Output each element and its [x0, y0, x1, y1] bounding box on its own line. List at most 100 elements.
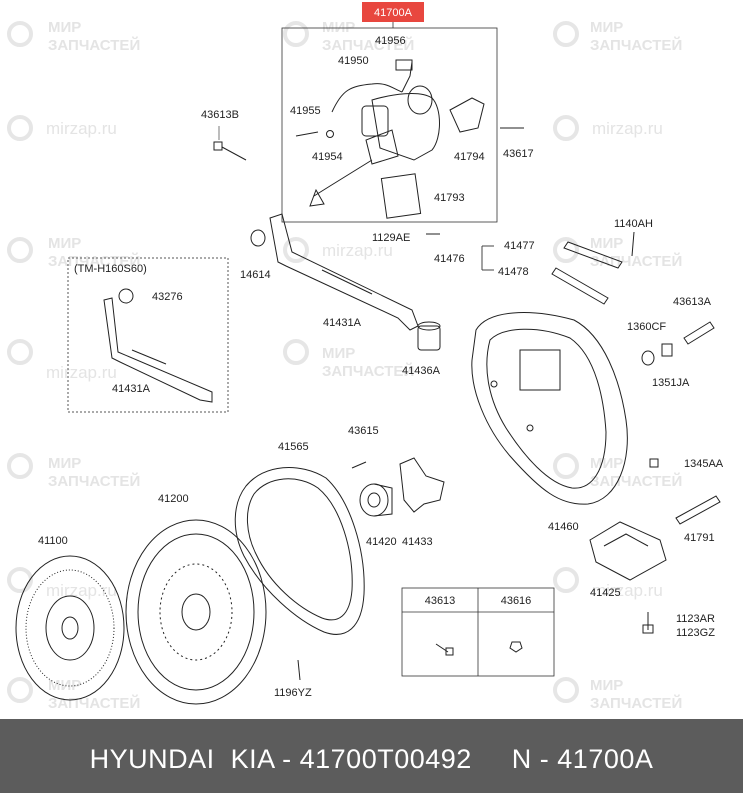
clutch-master-cylinder — [295, 59, 524, 219]
variant-fork-shaft — [103, 288, 213, 403]
part-label-1123AR: 1123AR — [676, 613, 715, 625]
watermark-text: МИР — [590, 19, 623, 36]
watermark-text: mirzap.ru — [46, 363, 117, 382]
watermark-text: МИР — [48, 677, 81, 694]
watermark-logo: mirzap.ru — [7, 115, 117, 141]
part-label-41791: 41791 — [684, 532, 715, 544]
watermark-logo: МИР ЗАПЧАСТЕЙ — [7, 453, 140, 490]
watermark-logo: МИР ЗАПЧАСТЕЙ — [283, 339, 414, 380]
bolt-1196YZ — [297, 659, 301, 681]
part-label-43617: 43617 — [503, 148, 534, 160]
watermark-text: МИР — [590, 455, 623, 472]
part-label-1129AE: 1129AE — [372, 232, 410, 244]
part-label-1351JA: 1351JA — [652, 377, 690, 389]
part-label-41794: 41794 — [454, 151, 485, 163]
watermark-text: ЗАПЧАСТЕЙ — [48, 252, 140, 270]
part-label-41436A: 41436A — [402, 365, 441, 377]
assembly-box — [281, 27, 498, 223]
stud-43613A — [683, 321, 715, 345]
table-header: 43613 — [425, 595, 456, 607]
watermark-logo: mirzap.ru — [553, 115, 663, 141]
part-label-41476: 41476 — [434, 253, 465, 265]
watermark-logo: mirzap.ru — [553, 567, 663, 600]
watermark-text: mirzap.ru — [46, 119, 117, 138]
variant-note: (TM-H160S60) — [74, 263, 147, 275]
watermark-logo: mirzap.ru — [7, 567, 117, 600]
part-label-43613A: 43613A — [673, 296, 712, 308]
highlighted-part-tag[interactable] — [362, 2, 424, 22]
release-fork-shaft — [269, 213, 419, 331]
nut-1351JA — [661, 343, 673, 357]
part-label-1123GZ: 1123GZ — [676, 627, 715, 639]
watermark-logo: МИР ЗАПЧАСТЕЙ — [283, 19, 414, 54]
watermark-text: ЗАПЧАСТЕЙ — [590, 36, 682, 54]
watermark-layer: МИР ЗАПЧАСТЕЙ МИР ЗАПЧАСТЕЙ МИР ЗАПЧАСТЕ… — [7, 19, 682, 712]
watermark-text: ЗАПЧАСТЕЙ — [322, 36, 414, 54]
watermark-logo: mirzap.ru — [283, 237, 393, 263]
part-label-43276: 43276 — [152, 291, 183, 303]
watermark-text: МИР — [48, 455, 81, 472]
part-label-41460: 41460 — [548, 521, 579, 533]
part-label-41565: 41565 — [278, 441, 309, 453]
bolt-43615 — [351, 461, 367, 469]
variant-box — [67, 257, 229, 413]
part-label-1140AH: 1140AH — [614, 218, 653, 230]
housing-cover-41565 — [234, 467, 365, 635]
watermark-logo: МИР ЗАПЧАСТЕЙ — [553, 235, 682, 270]
part-label-41100: 41100 — [38, 535, 68, 547]
watermark-text: МИР — [322, 345, 355, 362]
part-label-1345AA: 1345AA — [684, 458, 724, 470]
part-label-43613B: 43613B — [201, 109, 239, 121]
part-label-41420: 41420 — [366, 536, 397, 548]
part-label-41700A[interactable]: 41700A — [374, 7, 413, 19]
part-label-41425: 41425 — [590, 587, 621, 599]
part-label-41431A-variant: 41431A — [112, 383, 151, 395]
clutch-housing — [471, 312, 628, 505]
watermark-text: mirzap.ru — [322, 241, 393, 260]
watermark-logo: МИР ЗАПЧАСТЕЙ — [553, 453, 682, 490]
part-number-caption: HYUNDAI KIA - 41700T00492 N - 41700A — [89, 744, 654, 774]
watermark-logo: МИР ЗАПЧАСТЕЙ — [7, 677, 140, 712]
part-label-41955: 41955 — [290, 105, 321, 117]
watermark-text: ЗАПЧАСТЕЙ — [48, 36, 140, 54]
bolt-43613B — [213, 126, 247, 161]
part-label-41433: 41433 — [402, 536, 433, 548]
watermark-logo: МИР ЗАПЧАСТЕЙ — [7, 19, 140, 54]
part-label-41956: 41956 — [375, 35, 406, 47]
bracket-parts — [481, 231, 635, 305]
watermark-text: ЗАПЧАСТЕЙ — [590, 472, 682, 490]
part-label-41478: 41478 — [498, 266, 529, 278]
watermark-text: МИР — [48, 235, 81, 252]
release-bearing — [359, 483, 393, 517]
bushing-41436A — [417, 321, 441, 351]
watermark-text: ЗАПЧАСТЕЙ — [322, 362, 414, 380]
watermark-text: ЗАПЧАСТЕЙ — [48, 472, 140, 490]
nut-1345AA — [649, 458, 659, 468]
table-header: 43616 — [501, 595, 532, 607]
watermark-logo: МИР ЗАПЧАСТЕЙ — [553, 19, 682, 54]
part-label-41954: 41954 — [312, 151, 343, 163]
part-label-14614: 14614 — [240, 269, 271, 281]
part-label-1360CF: 1360CF — [627, 321, 666, 333]
parts-diagram: МИР ЗАПЧАСТЕЙ МИР ЗАПЧАСТЕЙ МИР ЗАПЧАСТЕ… — [7, 2, 724, 712]
part-label-41477: 41477 — [504, 240, 535, 252]
watermark-text: mirzap.ru — [592, 119, 663, 138]
nut-43616-icon — [509, 641, 523, 653]
watermark-text: МИР — [590, 235, 623, 252]
watermark-text: ЗАПЧАСТЕЙ — [590, 694, 682, 712]
watermark-text: МИР — [322, 19, 355, 36]
clutch-disc — [15, 555, 125, 701]
part-label-41793: 41793 — [434, 192, 465, 204]
watermark-logo: mirzap.ru — [7, 339, 117, 382]
part-label-41200: 41200 — [158, 493, 189, 505]
watermark-text: mirzap.ru — [46, 581, 117, 600]
release-fork — [399, 457, 445, 513]
watermark-text: МИР — [48, 19, 81, 36]
watermark-text: МИР — [590, 677, 623, 694]
watermark-text: ЗАПЧАСТЕЙ — [48, 694, 140, 712]
watermark-text: ЗАПЧАСТЕЙ — [590, 252, 682, 270]
part-label-43615: 43615 — [348, 425, 379, 437]
watermark-logo: МИР ЗАПЧАСТЕЙ — [553, 677, 682, 712]
watermark-logo: МИР ЗАПЧАСТЕЙ — [7, 235, 140, 270]
